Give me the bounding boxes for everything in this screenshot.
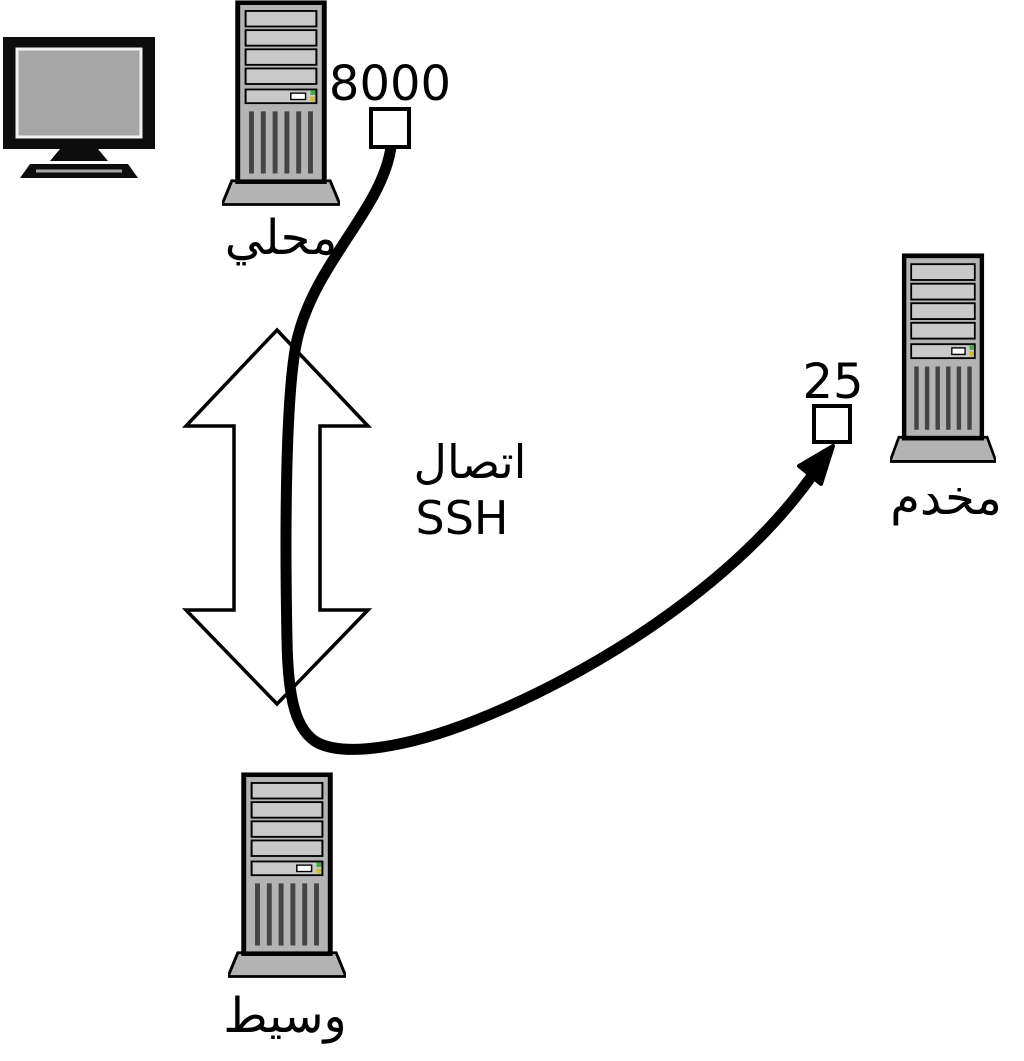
cable-arrowhead-icon xyxy=(797,444,835,486)
ssh-double-arrow-icon xyxy=(181,327,373,707)
local-computer-icon xyxy=(222,3,340,205)
port-8000-box xyxy=(369,107,411,149)
port-8000-label: 8000 xyxy=(329,56,451,112)
monitor-neck xyxy=(50,149,108,161)
intermediate-computer-icon xyxy=(228,775,346,977)
tunnel-cable xyxy=(280,141,822,755)
ssh-connection-label-line1: اتصال xyxy=(414,435,527,489)
monitor-icon xyxy=(3,37,155,178)
monitor-screen xyxy=(15,47,143,139)
local-computer-label: محلي xyxy=(225,210,338,266)
port-25-label: 25 xyxy=(802,354,863,410)
server-computer-label: مخدم xyxy=(890,470,1002,526)
intermediate-computer-label: وسيط xyxy=(223,988,346,1044)
ssh-connection-label-line2: SSH xyxy=(416,491,509,545)
port-25-box xyxy=(812,404,852,444)
server-computer-icon xyxy=(890,256,996,462)
